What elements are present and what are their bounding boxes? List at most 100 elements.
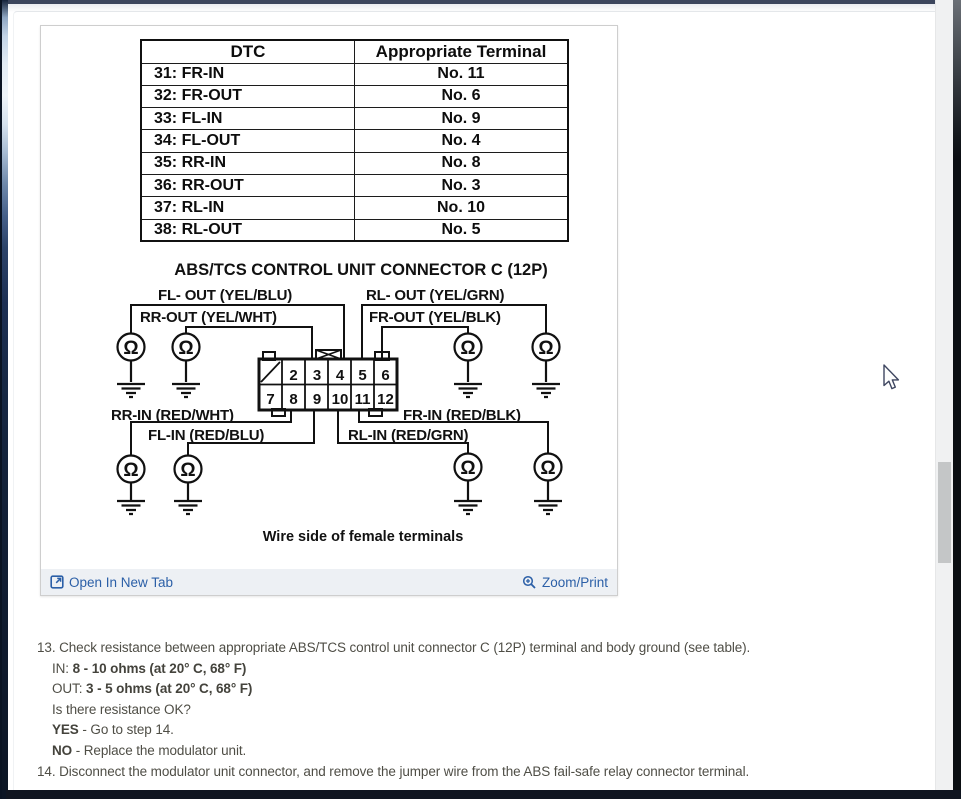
pin-number: 8 [289,391,297,408]
dtc-cell: 38: RL-OUT [140,218,355,242]
pin-number: 6 [381,367,389,384]
yes-line: YES - Go to step 14. [37,720,927,741]
terminal-cell: No. 6 [354,84,569,109]
connector-tab [262,351,276,361]
zoom-print-label: Zoom/Print [541,574,608,590]
omega-glyphs: Ω Ω Ω Ω Ω Ω Ω Ω [123,338,555,481]
right-window-edge [953,0,961,799]
step-number: 13. [37,640,56,655]
terminal-cell: No. 4 [354,129,569,153]
pin-number: 4 [336,367,345,384]
yes-text: - Go to step 14. [82,722,174,738]
col-header-terminal: Appropriate Terminal [354,39,569,64]
diagram-title: ABS/TCS CONTROL UNIT CONNECTOR C (12P) [174,261,547,279]
step-text: Check resistance between appropriate ABS… [59,640,751,655]
omega: Ω [123,338,138,359]
omega: Ω [180,460,195,481]
zoom-icon [522,575,536,589]
left-edge-line [0,0,2,799]
label-rr-in: RR-IN (RED/WHT) [111,407,234,424]
figure-toolbar: Open In New Tab Zoom/Print [41,569,617,595]
open-in-new-tab-link[interactable]: Open In New Tab [50,575,173,590]
step-13-line: 13. Check resistance between appropriate… [37,638,927,659]
question-line: Is there resistance OK? [37,700,927,721]
omega: Ω [538,338,553,359]
omega: Ω [460,458,475,479]
label-rl-in: RL-IN (RED/GRN) [348,427,469,444]
omega: Ω [540,458,555,479]
pin-number: 2 [289,367,297,384]
yes-label: YES [52,722,79,738]
label-fl-out: FL- OUT (YEL/BLU) [158,287,292,304]
in-spec-line: IN: 8 - 10 ohms (at 20° C, 68° F) [37,659,927,680]
dtc-cell: 34: FL-OUT [140,129,355,153]
step-text: Disconnect the modulator unit connector,… [59,763,750,779]
no-text: - Replace the modulator unit. [75,742,247,758]
connector-tab [368,408,383,417]
label-fr-out: FR-OUT (YEL/BLK) [369,309,501,326]
dtc-cell: 35: RR-IN [140,151,355,175]
out-value: 3 - 5 ohms (at 20° C, 68° F) [86,681,253,697]
in-label: IN: [52,660,69,676]
ohmmeter-symbols-bottom [116,452,563,516]
open-in-new-icon [50,575,64,589]
question-text: Is there resistance OK? [52,701,191,717]
terminal-cell: No. 3 [354,173,569,198]
pin-number: 10 [332,391,349,408]
step-14-line: 14. Disconnect the modulator unit connec… [37,762,927,783]
connector-12p: 2 3 4 5 6 7 8 9 10 11 12 [257,349,399,417]
connector-tab [271,408,286,417]
terminal-cell: No. 11 [354,62,569,86]
dtc-cell: 33: FL-IN [140,107,355,131]
label-rr-out: RR-OUT (YEL/WHT) [140,309,277,326]
col-header-dtc: DTC [140,39,355,64]
dtc-cell: 36: RR-OUT [140,173,355,198]
no-label: NO [52,742,73,758]
label-fr-in: FR-IN (RED/BLK) [403,407,521,424]
dtc-cell: 31: FR-IN [140,62,355,86]
diagram-caption: Wire side of female terminals [263,529,464,545]
no-line: NO - Replace the modulator unit. [37,741,927,762]
omega: Ω [123,460,138,481]
in-value: 8 - 10 ohms (at 20° C, 68° F) [72,660,247,676]
scrollbar-thumb[interactable] [938,462,951,563]
pin-number: 11 [355,391,371,408]
pin-number: 7 [266,391,274,408]
out-label: OUT: [52,681,83,697]
zoom-print-link[interactable]: Zoom/Print [522,575,608,590]
dtc-cell: 37: RL-IN [140,196,355,220]
out-spec-line: OUT: 3 - 5 ohms (at 20° C, 68° F) [37,679,927,700]
connector-outline [257,357,399,412]
scrollbar-track[interactable] [935,0,953,790]
step-number: 14. [37,763,56,779]
pin1-keyway-slash [260,361,281,383]
label-fl-in: FL-IN (RED/BLU) [148,427,264,444]
terminal-cell: No. 10 [354,196,569,220]
omega: Ω [178,338,193,359]
pin-number: 12 [377,391,394,408]
pin-number: 3 [313,367,321,384]
connector-latch [315,349,342,360]
bottom-border-bar [6,790,961,799]
top-gray-strip [8,4,935,12]
terminal-cell: No. 8 [354,151,569,175]
omega: Ω [460,338,475,359]
open-in-new-tab-label: Open In New Tab [69,574,174,590]
terminal-cell: No. 9 [354,107,569,131]
wires [130,304,549,456]
label-rl-out: RL- OUT (YEL/GRN) [366,287,504,304]
top-border-bar [8,0,946,4]
ohmmeter-symbols-top [116,332,561,399]
pin-number: 9 [313,391,321,408]
table-header-row: DTC Appropriate Terminal [140,39,569,64]
dtc-cell: 32: FR-OUT [140,84,355,109]
mouse-cursor [883,364,900,390]
